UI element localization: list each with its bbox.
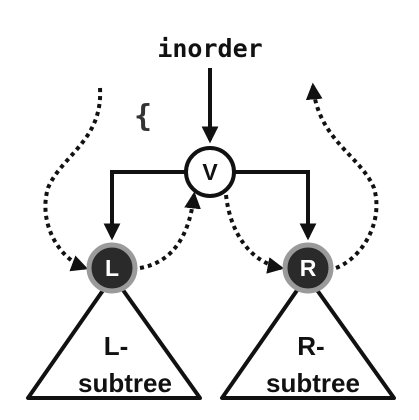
right-node-label: R bbox=[300, 255, 317, 281]
opening-brace: { bbox=[134, 99, 152, 134]
left-node-circle bbox=[86, 242, 138, 294]
diagram-title: inorder bbox=[157, 34, 262, 63]
root-to-right-dotted-path bbox=[224, 194, 285, 274]
left-subtree-label-line1: L- bbox=[104, 331, 129, 361]
root-to-right-edge bbox=[234, 170, 317, 241]
left-child-node: L bbox=[86, 242, 138, 294]
root-node-label: V bbox=[202, 159, 218, 185]
root-to-left-edge bbox=[103, 170, 186, 241]
root-node: V bbox=[184, 146, 236, 198]
right-subtree-label-line2: subtree bbox=[266, 368, 360, 398]
right-to-exit-dotted-path bbox=[305, 82, 379, 270]
root-node-circle bbox=[184, 146, 236, 198]
right-node-circle bbox=[282, 242, 334, 294]
left-subtree-triangle bbox=[26, 274, 202, 400]
traversal-dotted-paths bbox=[43, 82, 379, 274]
left-to-root-dotted-path bbox=[139, 191, 201, 270]
right-subtree-label-line1: R- bbox=[297, 331, 324, 361]
right-subtree-triangle bbox=[220, 274, 396, 400]
entry-to-left-dotted-path bbox=[43, 87, 103, 272]
left-node-label: L bbox=[105, 255, 119, 281]
right-child-node: R bbox=[282, 242, 334, 294]
left-subtree-label-line2: subtree bbox=[78, 368, 172, 398]
